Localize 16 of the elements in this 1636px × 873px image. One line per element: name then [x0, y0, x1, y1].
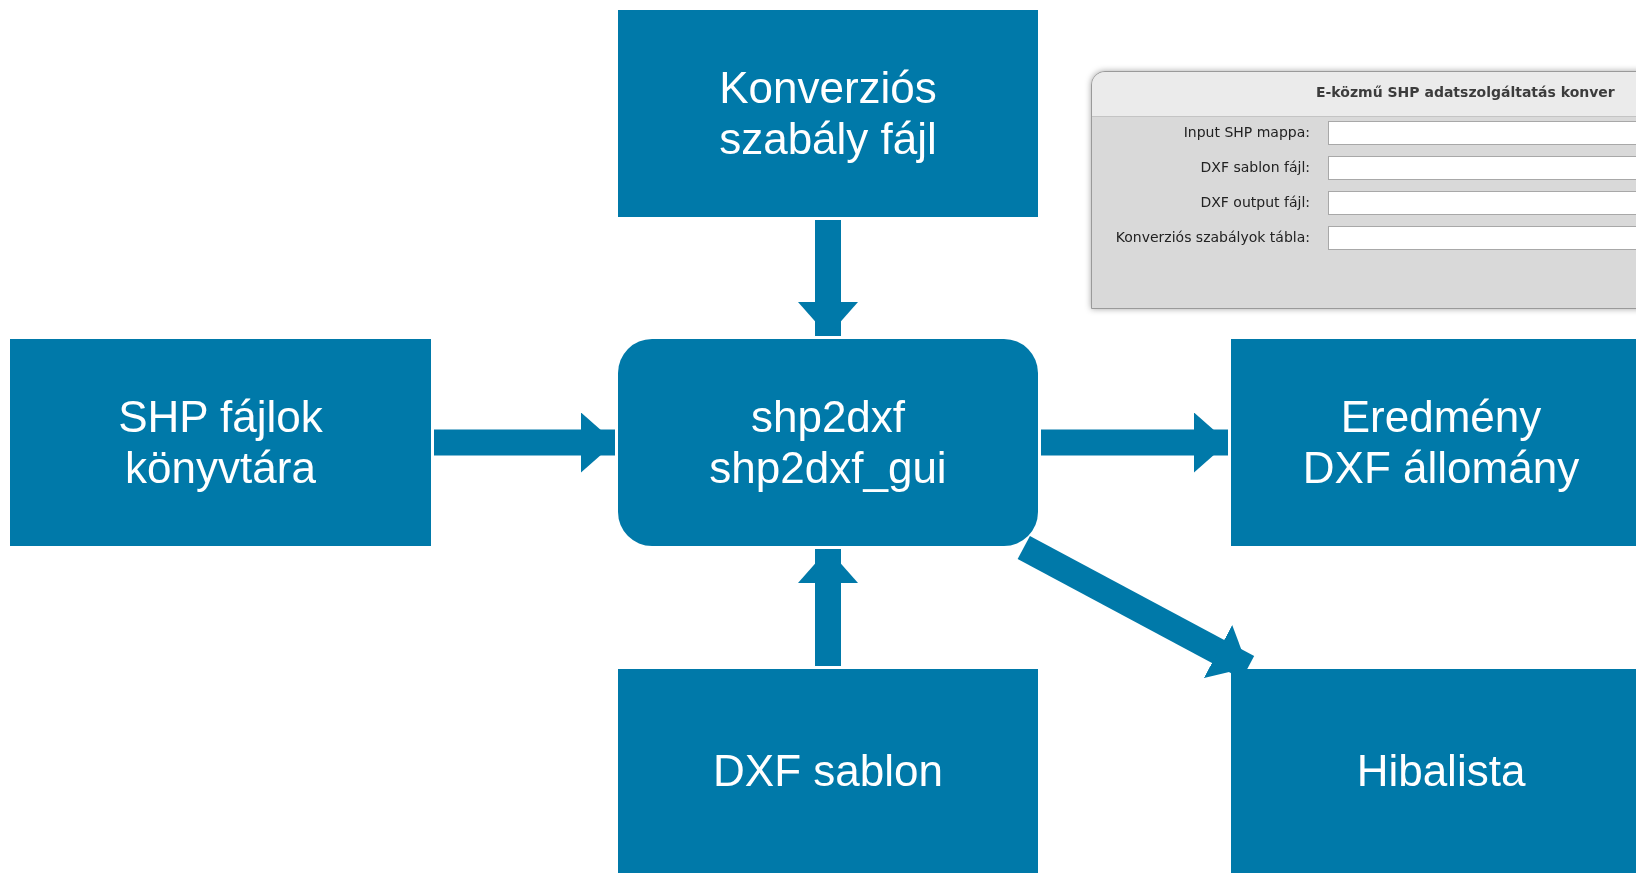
block-arrow	[434, 412, 615, 473]
block-arrow	[798, 549, 858, 666]
field-label: DXF sablon fájl:	[1200, 159, 1310, 175]
block-arrow	[1017, 535, 1255, 680]
block-arrow	[1041, 412, 1228, 473]
process-box: shp2dxf shp2dxf_gui	[618, 339, 1038, 546]
input-output-box: Hibalista	[1231, 669, 1636, 873]
input-output-box: DXF sablon	[618, 669, 1038, 873]
input-output-box: Konverziós szabály fájl	[618, 10, 1038, 217]
window-title: E-közmű SHP adatszolgáltatás konver	[1316, 84, 1615, 100]
field-label: Input SHP mappa:	[1183, 124, 1310, 140]
field-label: DXF output fájl:	[1200, 194, 1310, 210]
input-output-box: Eredmény DXF állomány	[1231, 339, 1636, 546]
input-output-box: SHP fájlok könyvtára	[10, 339, 431, 546]
block-arrow	[798, 220, 858, 336]
field-label: Konverziós szabályok tábla:	[1115, 229, 1310, 245]
